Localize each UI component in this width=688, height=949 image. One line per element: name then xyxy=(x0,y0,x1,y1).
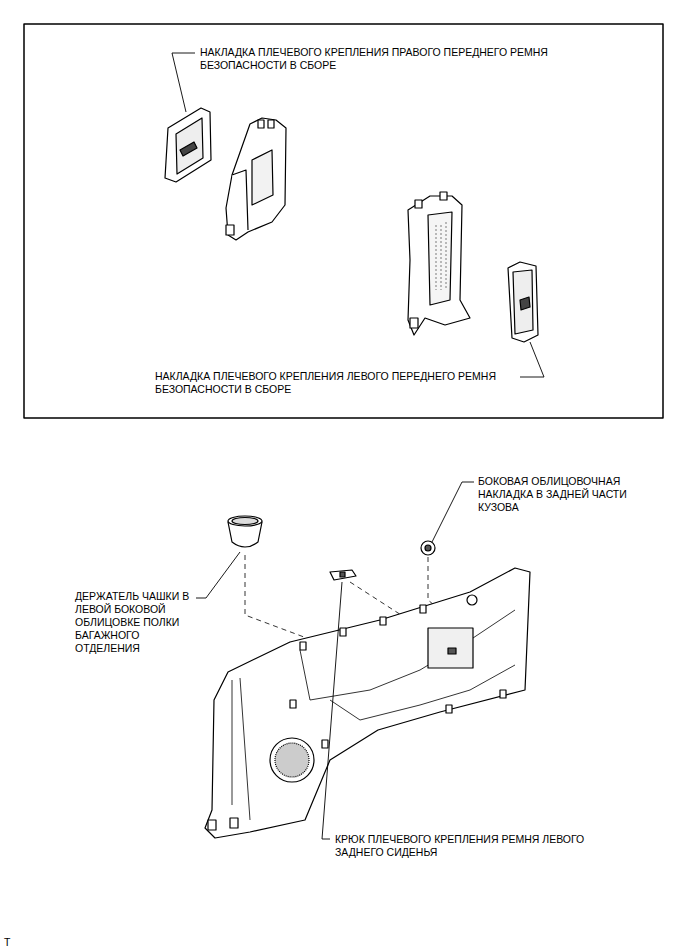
left-pillar-trim xyxy=(408,192,470,335)
leader-lines xyxy=(172,53,544,839)
part-name: ДЕРЖАТЕЛЬ ЧАШКИ В ЛЕВОЙ БОКОВОЙ ОБЛИЦОВК… xyxy=(75,590,197,655)
page-mark: T xyxy=(4,936,24,949)
right-pad xyxy=(165,108,211,182)
cup-holder xyxy=(228,516,262,547)
part-name: КРЮК ПЛЕЧЕВОГО КРЕПЛЕНИЯ РЕМНЯ ЛЕВОГО ЗА… xyxy=(335,833,625,859)
side-trim-panel xyxy=(205,568,530,838)
clip xyxy=(421,541,435,555)
part-name: НАКЛАДКА ПЛЕЧЕВОГО КРЕПЛЕНИЯ ПРАВОГО ПЕР… xyxy=(200,46,570,72)
left-pad xyxy=(508,262,538,342)
hook xyxy=(330,570,356,580)
part-name: БОКОВАЯ ОБЛИЦОВОЧНАЯ НАКЛАДКА В ЗАДНЕЙ Ч… xyxy=(478,475,648,514)
part-name: НАКЛАДКА ПЛЕЧЕВОГО КРЕПЛЕНИЯ ЛЕВОГО ПЕРЕ… xyxy=(155,370,525,396)
group-frame xyxy=(24,24,663,418)
right-pillar-trim xyxy=(226,118,286,240)
